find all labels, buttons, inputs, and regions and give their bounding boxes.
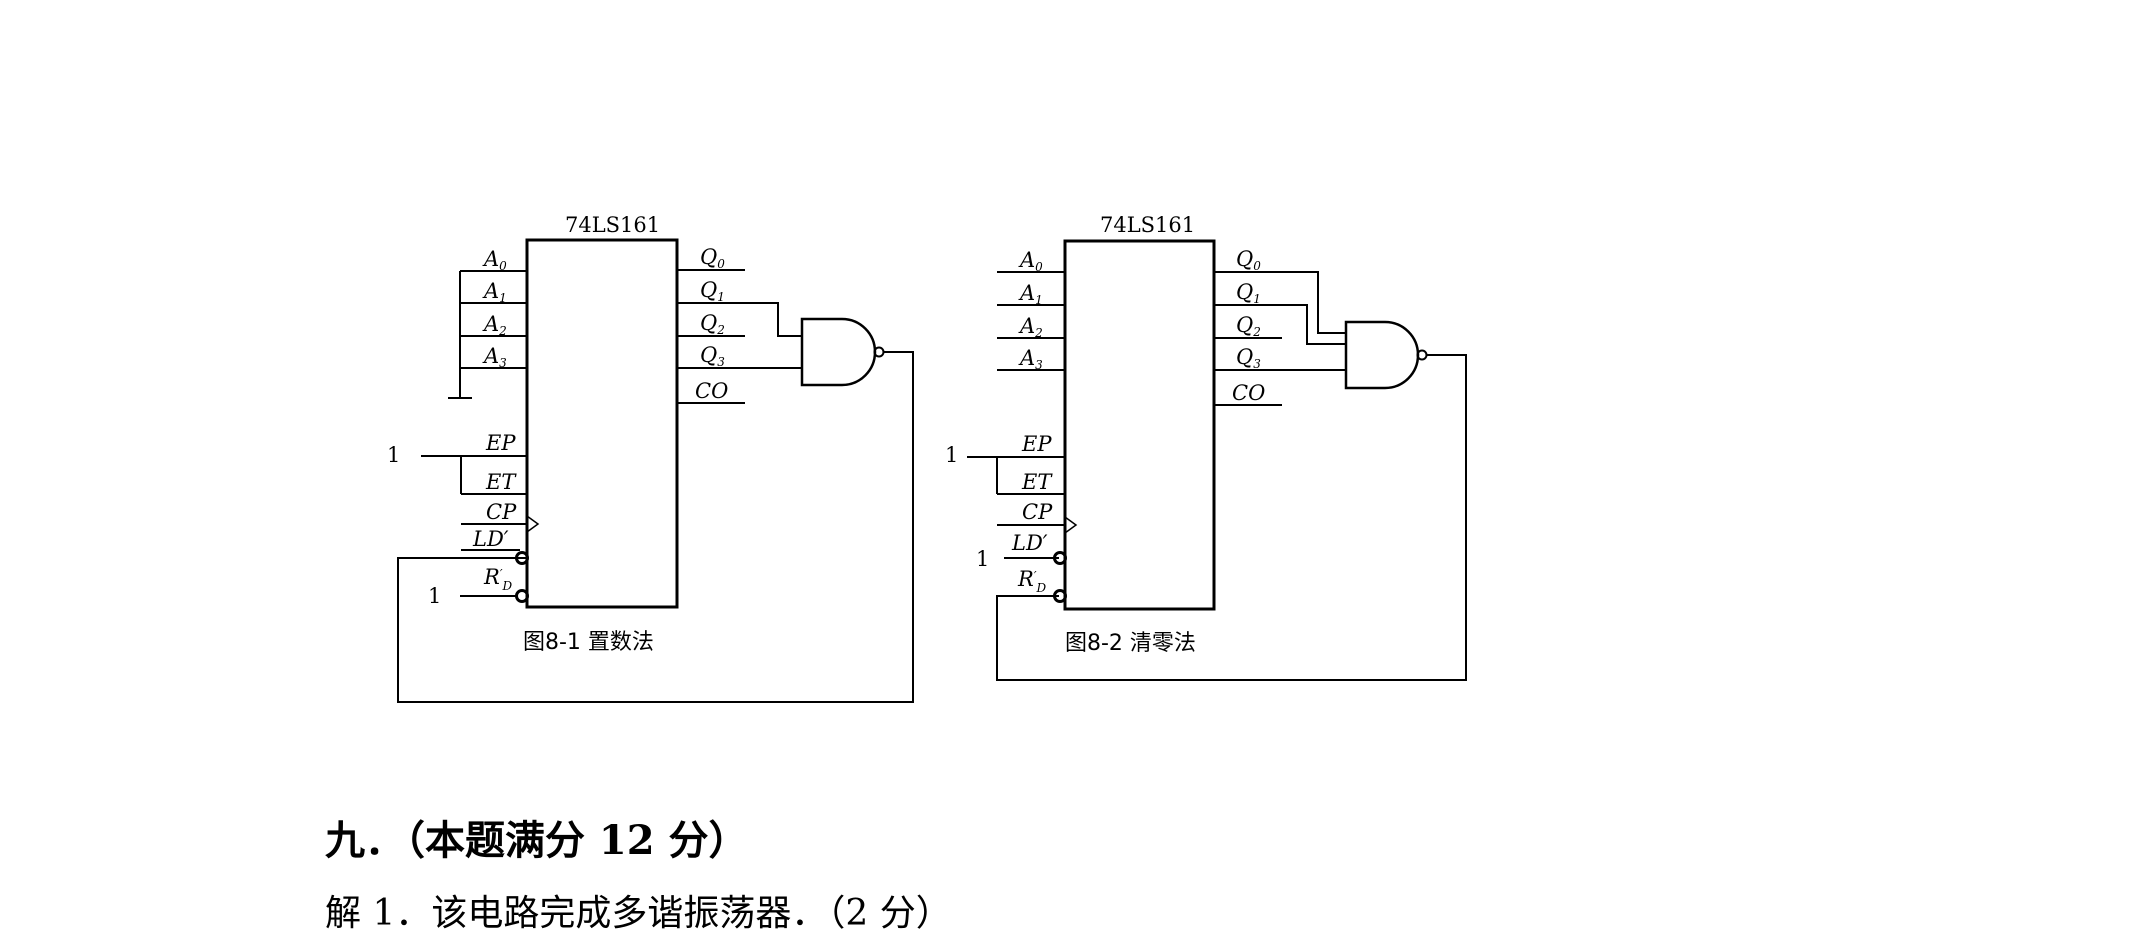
pin-LD: LD′ (472, 527, 509, 551)
const-one: 1 (387, 443, 400, 467)
pin-A3: A3 (482, 344, 507, 370)
figure-8-2-clear-method: 74LS161 A0 A1 A2 A3 Q0 Q1 Q2 Q3 CO (945, 213, 1467, 681)
const-one: 1 (945, 443, 958, 467)
pin-CP: CP (486, 500, 517, 524)
pin-Q2: Q2 (1236, 313, 1261, 339)
pin-CO: CO (1232, 381, 1265, 405)
const-one-load: 1 (976, 547, 989, 571)
load-bubble (1053, 551, 1067, 565)
answer-line: 解 1．该电路完成多谐振荡器．（2 分） (325, 884, 952, 934)
counter-chip-body (525, 238, 679, 609)
figure-8-1-preset-method: 74LS161 A0 A1 A2 A3 Q0 Q1 Q2 Q3 CO (387, 213, 914, 703)
chip-label: 74LS161 (565, 213, 660, 237)
pin-A3: A3 (1018, 346, 1043, 372)
data-inputs: A0 A1 A2 A3 (997, 248, 1065, 372)
pin-Q0: Q0 (700, 245, 725, 271)
reset-bubble (1053, 589, 1067, 603)
pin-A2: A2 (1018, 314, 1043, 340)
answer-text: 解 1．该电路完成多谐振荡器．（2 分） (325, 893, 952, 934)
reset-bubble (515, 589, 529, 603)
pin-Q2: Q2 (700, 311, 725, 337)
pin-Q1: Q1 (700, 278, 725, 304)
load-bubble (515, 551, 529, 565)
figure-caption: 图8-2 清零法 (1065, 631, 1196, 656)
document-page: 74LS161 A0 A1 A2 A3 Q0 Q1 Q2 Q3 CO (325, 213, 1467, 934)
pin-ET: ET (485, 470, 517, 494)
chip-label: 74LS161 (1100, 213, 1195, 237)
figure-caption: 图8-1 置数法 (523, 630, 654, 655)
data-inputs: A0 A1 A2 A3 (448, 247, 527, 399)
pin-CP: CP (1022, 500, 1053, 524)
nand-gate (996, 271, 1467, 681)
pin-A1: A1 (482, 279, 507, 305)
pin-Q1: Q1 (1236, 280, 1261, 306)
pin-A0: A0 (1018, 248, 1043, 274)
const-one-reset: 1 (428, 584, 441, 608)
outputs: Q0 Q1 Q2 Q3 CO (1214, 247, 1282, 406)
clock-triangle (526, 515, 540, 533)
question-heading: 九．（本题满分 12 分） (325, 817, 749, 864)
pin-CO: CO (695, 379, 728, 403)
control-pins: 1 EP ET CP LD′ 1 R′D (945, 432, 1078, 603)
pin-EP: EP (1021, 432, 1052, 456)
clock-triangle (1064, 516, 1078, 534)
outputs: Q0 Q1 Q2 Q3 CO (677, 245, 745, 404)
pin-EP: EP (485, 431, 516, 455)
pin-Q0: Q0 (1236, 247, 1261, 273)
pin-Q3: Q3 (700, 343, 725, 369)
counter-chip-body (1063, 239, 1216, 611)
pin-RD: R′D (483, 565, 513, 593)
counter-schematics: 74LS161 A0 A1 A2 A3 Q0 Q1 Q2 Q3 CO (387, 213, 1467, 703)
pin-A1: A1 (1018, 281, 1043, 307)
pin-A0: A0 (482, 247, 507, 273)
pin-Q3: Q3 (1236, 345, 1261, 371)
pin-ET: ET (1021, 470, 1053, 494)
pin-A2: A2 (482, 312, 507, 338)
nand-gate (397, 302, 914, 703)
control-pins: 1 EP ET CP LD′ R′D 1 (387, 431, 540, 608)
pin-LD: LD′ (1011, 531, 1048, 555)
pin-RD: R′D (1017, 567, 1047, 595)
